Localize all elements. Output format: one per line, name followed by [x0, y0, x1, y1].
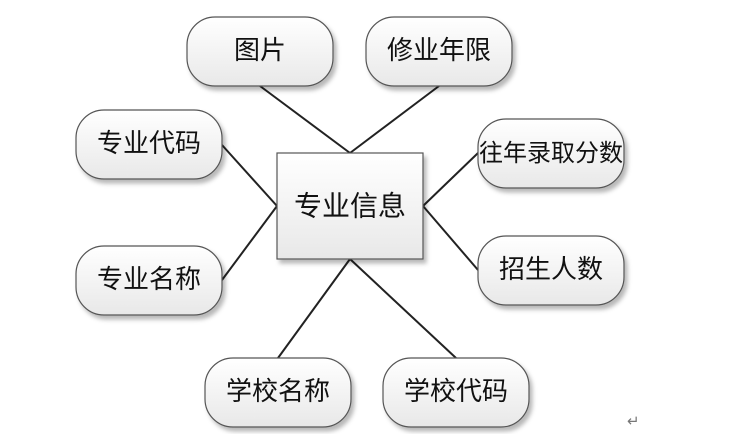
attribute-box — [477, 235, 625, 306]
attribute-label-photo: 图片 — [234, 36, 286, 66]
entity-label: 专业信息 — [294, 190, 406, 223]
connector-lines — [221, 85, 479, 359]
attribute-past-admission-score: 往年录取分数 — [477, 118, 625, 189]
attribute-school-name: 学校名称 — [204, 357, 352, 428]
edge-enrollment-count — [422, 205, 479, 271]
attribute-major-name: 专业名称 — [75, 245, 223, 316]
edge-school-name — [277, 258, 351, 359]
attribute-label-study-years: 修业年限 — [387, 36, 491, 66]
attribute-box — [75, 109, 223, 180]
attribute-label-past-admission-score: 往年录取分数 — [479, 139, 623, 167]
edge-major-name — [221, 205, 278, 281]
attribute-photo: 图片 — [186, 16, 334, 87]
attribute-label-major-name: 专业名称 — [97, 265, 201, 295]
attribute-school-code: 学校代码 — [382, 357, 530, 428]
attribute-box — [75, 245, 223, 316]
edge-major-code — [221, 144, 278, 207]
attribute-box — [204, 357, 352, 428]
attribute-box — [382, 357, 530, 428]
attribute-label-school-code: 学校代码 — [404, 377, 508, 407]
edge-study-years — [349, 85, 440, 154]
attribute-box — [477, 118, 625, 189]
attribute-study-years: 修业年限 — [365, 16, 513, 87]
attribute-major-code: 专业代码 — [75, 109, 223, 180]
entity-major-info: 专业信息 — [276, 152, 424, 260]
edge-photo — [259, 85, 351, 154]
entity-box — [276, 152, 424, 260]
attribute-label-enrollment-count: 招生人数 — [499, 255, 603, 285]
attribute-box — [186, 16, 334, 87]
attribute-label-school-name: 学校名称 — [226, 377, 330, 407]
attribute-box — [365, 16, 513, 87]
attribute-label-major-code: 专业代码 — [97, 129, 201, 159]
edge-school-code — [349, 258, 457, 359]
edge-past-admission-score — [422, 152, 479, 207]
attribute-enrollment-count: 招生人数 — [477, 235, 625, 306]
paragraph-return-mark: ↵ — [627, 412, 640, 430]
